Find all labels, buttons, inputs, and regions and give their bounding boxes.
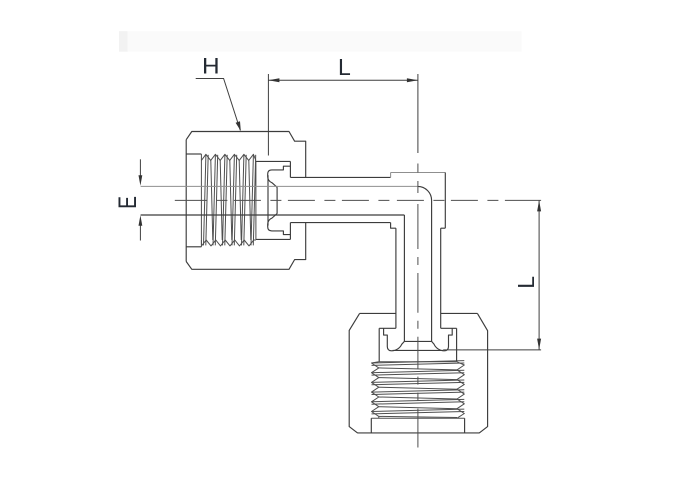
svg-text:L: L (338, 54, 351, 80)
svg-text:E: E (113, 196, 141, 209)
svg-text:H: H (202, 53, 220, 78)
svg-text:L: L (513, 276, 539, 289)
